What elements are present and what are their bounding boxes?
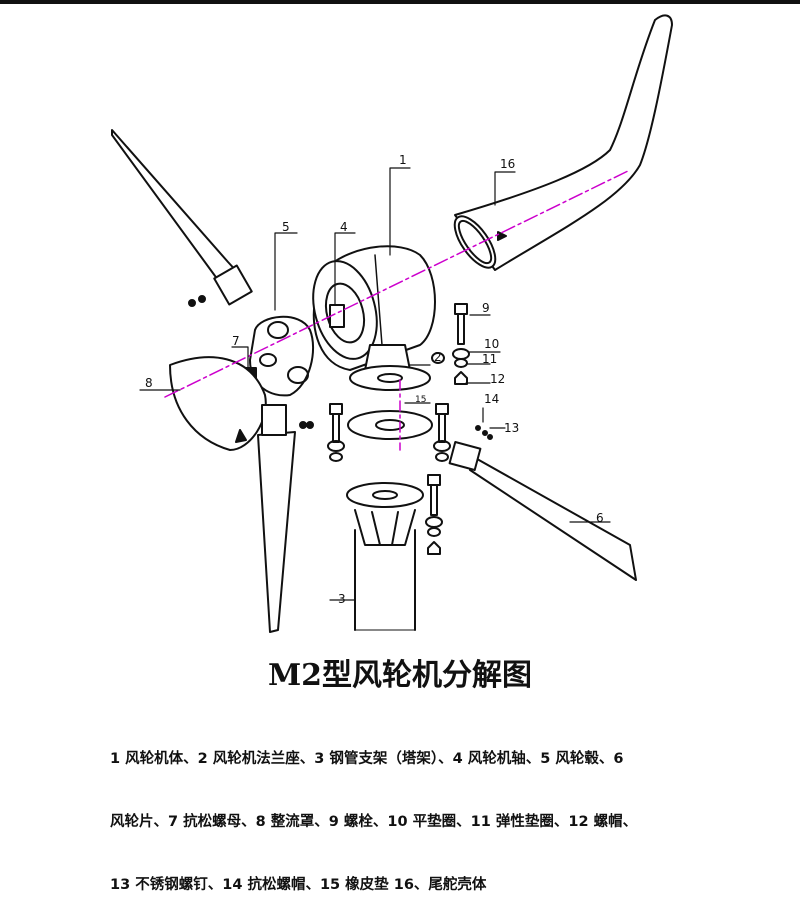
callout-7: 7 — [232, 334, 240, 348]
turbine-body — [312, 245, 436, 371]
blade-upper-left — [111, 129, 253, 307]
legend-line: 13 不锈钢螺钉、14 抗松螺帽、15 橡皮垫 16、尾舵壳体 — [110, 877, 487, 893]
callout-4: 4 — [340, 220, 348, 234]
blade-lower-center — [257, 404, 314, 633]
callout-16: 16 — [500, 157, 515, 171]
callout-6: 6 — [596, 511, 604, 525]
steel-tower — [346, 482, 424, 631]
callout-10: 10 — [484, 337, 499, 351]
blade-lower-right — [448, 441, 637, 581]
callout-2: 2 — [434, 350, 442, 364]
parts-legend: 1 风轮机体、2 风轮机法兰座、3 钢管支架（塔架）、4 风轮机轴、5 风轮毂、… — [110, 707, 800, 917]
diagram-title: M2型风轮机分解图 — [267, 658, 533, 693]
rubber-pad — [347, 410, 433, 440]
callout-1: 1 — [399, 153, 407, 167]
callout-15: 15 — [415, 395, 426, 405]
callout-3: 3 — [338, 592, 346, 606]
legend-line: 1 风轮机体、2 风轮机法兰座、3 钢管支架（塔架）、4 风轮机轴、5 风轮毂、… — [110, 751, 624, 767]
callout-5: 5 — [282, 220, 290, 234]
flange-seat — [349, 344, 445, 391]
tail-fin-housing — [453, 14, 673, 271]
callout-leaders — [139, 167, 611, 601]
legend-line: 风轮片、7 抗松螺母、8 整流罩、9 螺栓、10 平垫圈、11 弹性垫圈、12 … — [110, 814, 638, 830]
callout-9: 9 — [482, 301, 490, 315]
callout-11: 11 — [482, 352, 497, 366]
callout-12: 12 — [490, 372, 505, 386]
callout-8: 8 — [145, 376, 153, 390]
center-axis — [164, 169, 631, 398]
callout-13: 13 — [504, 421, 519, 435]
exploded-view-drawing: 1 2 3 4 5 6 7 8 9 10 11 12 13 14 15 16 — [111, 14, 673, 633]
callout-14: 14 — [484, 392, 499, 406]
top-border — [0, 0, 800, 4]
fasteners — [327, 303, 493, 555]
nose-cone — [169, 356, 267, 451]
